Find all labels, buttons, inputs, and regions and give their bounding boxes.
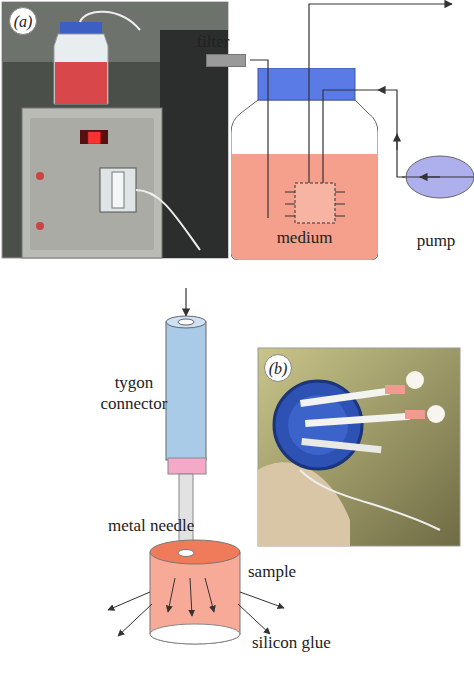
flow-arrow bbox=[168, 578, 175, 612]
lab-photo: ██ bbox=[2, 2, 228, 258]
filter-element: filter bbox=[190, 30, 250, 68]
pump-outline bbox=[405, 155, 474, 201]
vent-tube bbox=[267, 68, 268, 218]
sample-holder bbox=[108, 288, 284, 644]
tube-connector bbox=[378, 90, 405, 177]
sample bbox=[406, 371, 424, 389]
panel-tag: (a) bbox=[9, 7, 37, 35]
flow-arrow bbox=[285, 204, 295, 205]
flow-arrow bbox=[396, 134, 397, 150]
bottle bbox=[54, 34, 108, 104]
flow-arrow bbox=[118, 604, 152, 636]
glue-layer bbox=[150, 624, 240, 644]
needle-hole bbox=[178, 550, 194, 557]
flow-arrow bbox=[240, 592, 284, 608]
flow-arrow bbox=[335, 204, 345, 205]
cabinet-door bbox=[30, 118, 154, 250]
filter-pad bbox=[206, 54, 246, 67]
ring bbox=[168, 458, 206, 474]
steel-cabinet bbox=[22, 108, 162, 258]
display-digits: ██ bbox=[87, 131, 101, 144]
flow-meter bbox=[100, 168, 136, 212]
photo-frame bbox=[2, 2, 228, 258]
outlet-tube bbox=[309, 4, 452, 70]
flow-arrow bbox=[335, 192, 345, 193]
needle-port bbox=[300, 387, 390, 406]
photo-frame bbox=[258, 348, 460, 546]
part-label: metal needle bbox=[108, 515, 194, 536]
medium-bottle: medium bbox=[231, 68, 378, 260]
connector bbox=[405, 410, 425, 419]
tube bbox=[300, 470, 440, 530]
bottle-medium bbox=[55, 62, 107, 104]
scaffold-top bbox=[150, 540, 240, 564]
bottle-cap bbox=[60, 22, 102, 34]
needle-port bbox=[301, 438, 381, 453]
outlet-tube bbox=[308, 70, 309, 183]
tube-end bbox=[166, 316, 206, 328]
tygon-tube bbox=[166, 322, 206, 460]
cap-photo bbox=[258, 348, 460, 546]
panel-tag: (b) bbox=[264, 354, 292, 382]
flow-arrow bbox=[285, 192, 295, 193]
connector bbox=[385, 385, 405, 394]
node-label: medium bbox=[231, 228, 378, 247]
tube bbox=[80, 12, 140, 30]
indicator-light bbox=[36, 172, 44, 180]
tube bbox=[136, 190, 200, 250]
sample-holder bbox=[295, 183, 335, 223]
culture-medium bbox=[232, 154, 378, 260]
flow-arrow bbox=[185, 288, 186, 316]
flow-arrow bbox=[190, 578, 192, 616]
flow-meter-tube bbox=[112, 172, 124, 208]
flow-arrow bbox=[238, 604, 270, 634]
node-label: pump bbox=[401, 231, 471, 250]
bottle-cap bbox=[258, 68, 355, 100]
needle-port bbox=[305, 413, 410, 427]
flow-arrow bbox=[335, 216, 345, 217]
part-label: tygon connector bbox=[96, 372, 172, 414]
tube-hole bbox=[178, 319, 194, 325]
pump-symbol: pump bbox=[405, 155, 474, 255]
scaffold-body bbox=[150, 552, 240, 644]
tube-connector bbox=[250, 60, 268, 68]
part-label: silicon glue bbox=[252, 632, 331, 653]
node-label: filter bbox=[190, 32, 236, 51]
part-label: sample bbox=[248, 561, 296, 582]
display-panel bbox=[80, 130, 108, 144]
pump-body bbox=[406, 156, 474, 198]
indicator-light bbox=[36, 222, 44, 230]
inlet-tube bbox=[323, 90, 378, 183]
sample bbox=[427, 405, 445, 423]
flow-arrow bbox=[108, 592, 150, 610]
bottle-body bbox=[231, 100, 378, 260]
flow-arrow bbox=[285, 216, 295, 217]
flow-arrow bbox=[205, 578, 214, 612]
